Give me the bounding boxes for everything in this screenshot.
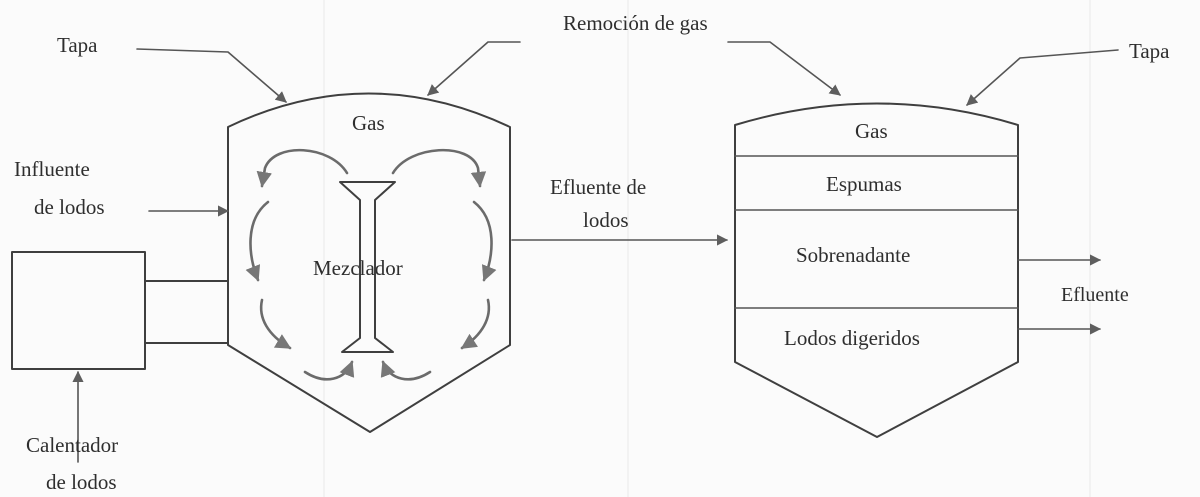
label-effluent-sludge-line1: Efluente de bbox=[550, 175, 646, 199]
label-gas-right: Gas bbox=[855, 119, 888, 143]
label-supernatant: Sobrenadante bbox=[796, 243, 910, 267]
diagram-labels: Tapa Tapa Remoción de gas Gas Gas Influe… bbox=[14, 11, 1170, 494]
label-digested-sludge: Lodos digeridos bbox=[784, 326, 920, 350]
label-foam: Espumas bbox=[826, 172, 902, 196]
label-mixer: Mezclador bbox=[313, 256, 403, 280]
primary-digester-tank bbox=[227, 92, 511, 433]
tapa-left-leader bbox=[136, 48, 287, 103]
gas-removal-right-arrow bbox=[727, 41, 841, 96]
label-heater-line1: Calentador bbox=[26, 433, 118, 457]
label-influent-line1: Influente bbox=[14, 157, 90, 181]
label-effluent: Efluente bbox=[1061, 284, 1129, 306]
label-effluent-sludge-line2: lodos bbox=[583, 208, 629, 232]
sludge-heater-box bbox=[11, 251, 229, 370]
label-gas-left: Gas bbox=[352, 111, 385, 135]
circulation-arrows bbox=[245, 148, 497, 381]
label-tapa-left: Tapa bbox=[57, 33, 98, 57]
label-tapa-right: Tapa bbox=[1129, 39, 1170, 63]
label-heater-line2: de lodos bbox=[46, 470, 117, 494]
gas-removal-left-arrow bbox=[427, 41, 521, 96]
mixer-column bbox=[339, 181, 396, 353]
label-influent-line2: de lodos bbox=[34, 195, 105, 219]
background-artifacts bbox=[323, 0, 1091, 497]
secondary-digester-tank bbox=[734, 102, 1019, 438]
flow-arrows bbox=[72, 41, 1119, 463]
tapa-right-leader bbox=[966, 49, 1119, 106]
label-gas-removal: Remoción de gas bbox=[563, 11, 708, 35]
